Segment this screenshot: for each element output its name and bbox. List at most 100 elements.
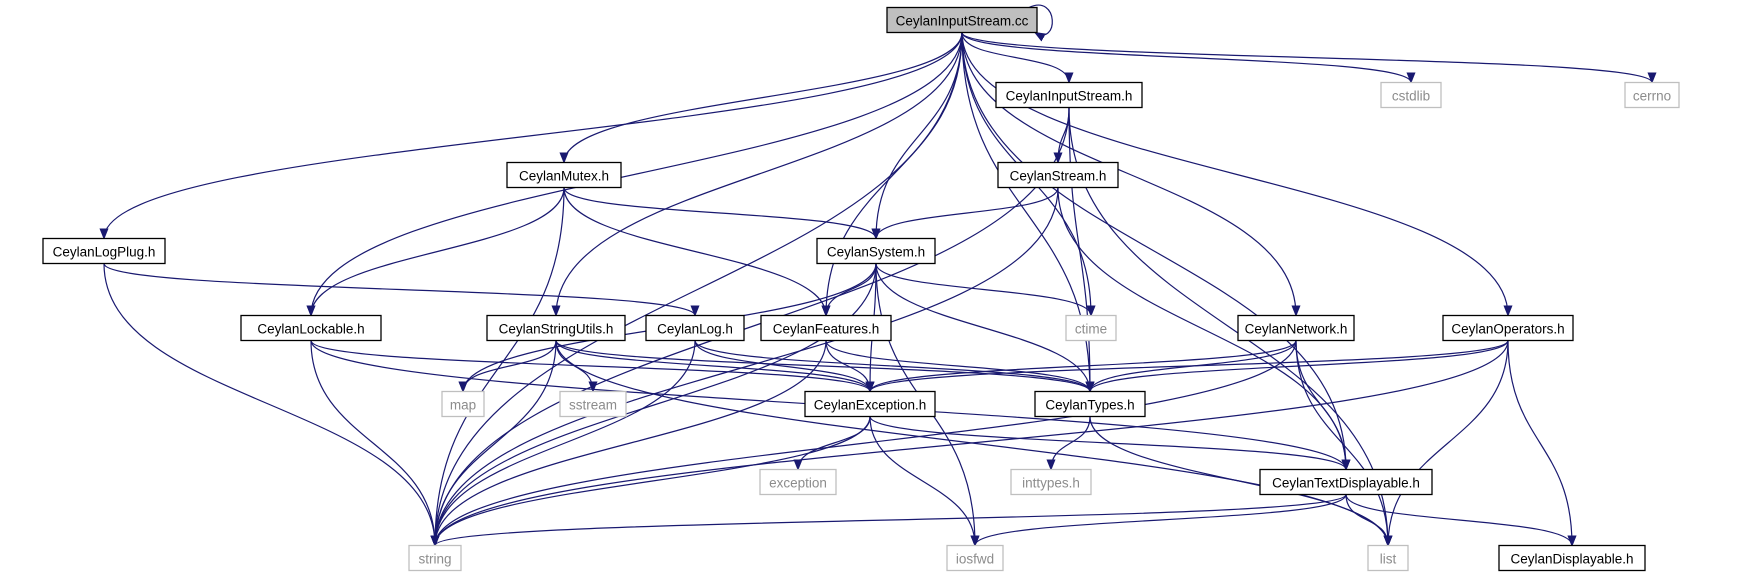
edge-operators_h-to-exception_h bbox=[870, 339, 1509, 393]
edge-network_h-to-string bbox=[435, 340, 1297, 546]
node-mutex_h[interactable]: CeylanMutex.h bbox=[506, 161, 622, 189]
node-label-list: list bbox=[1380, 552, 1397, 567]
node-label-logplug_h: CeylanLogPlug.h bbox=[53, 245, 156, 260]
node-label-operators_h: CeylanOperators.h bbox=[1451, 322, 1564, 337]
edge-stringutils_h-to-types_h bbox=[555, 340, 1090, 392]
node-box-inputstream_h[interactable] bbox=[995, 81, 1143, 109]
node-exception_h[interactable]: CeylanException.h bbox=[804, 390, 936, 418]
edge-inputstream_h-to-stream_h bbox=[1058, 107, 1070, 163]
node-inputstream_h[interactable]: CeylanInputStream.h bbox=[995, 81, 1143, 109]
node-box-logplug_h[interactable] bbox=[42, 237, 166, 265]
node-cerrno: cerrno bbox=[1624, 81, 1680, 109]
node-ctime: ctime bbox=[1065, 314, 1117, 342]
edge-log_h-to-types_h bbox=[694, 340, 1090, 392]
node-iosfwd: iosfwd bbox=[946, 544, 1004, 572]
node-label-exception: exception bbox=[769, 476, 827, 491]
node-system_h[interactable]: CeylanSystem.h bbox=[816, 237, 936, 265]
edge-lockable_h-to-exception_h bbox=[310, 339, 870, 393]
node-stream_h[interactable]: CeylanStream.h bbox=[997, 161, 1119, 189]
node-box-lockable_h[interactable] bbox=[240, 314, 382, 342]
edge-cc-to-logplug_h bbox=[104, 32, 963, 239]
node-box-sstream bbox=[559, 390, 627, 418]
node-types_h[interactable]: CeylanTypes.h bbox=[1034, 390, 1146, 418]
node-box-types_h[interactable] bbox=[1034, 390, 1146, 418]
edge-network_h-to-exception_h bbox=[870, 340, 1297, 392]
node-box-features_h[interactable] bbox=[760, 314, 892, 342]
node-cc[interactable]: CeylanInputStream.cc bbox=[886, 6, 1038, 34]
edge-logplug_h-to-string bbox=[103, 263, 435, 546]
node-log_h[interactable]: CeylanLog.h bbox=[645, 314, 745, 342]
edge-features_h-to-string bbox=[435, 340, 827, 546]
edge-stringutils_h-to-map bbox=[463, 340, 557, 392]
node-lockable_h[interactable]: CeylanLockable.h bbox=[240, 314, 382, 342]
node-box-inttypes_h bbox=[1010, 468, 1092, 496]
node-label-cc: CeylanInputStream.cc bbox=[896, 14, 1029, 29]
edge-cc-to-network_h bbox=[961, 32, 1296, 316]
edge-cc-to-features_h bbox=[826, 32, 963, 316]
edge-cc-to-textdisplayable_h bbox=[961, 32, 1346, 470]
node-inttypes_h: inttypes.h bbox=[1010, 468, 1092, 496]
node-box-exception_h[interactable] bbox=[804, 390, 936, 418]
edge-cc-to-lockable_h bbox=[311, 32, 963, 316]
node-label-exception_h: CeylanException.h bbox=[814, 398, 927, 413]
node-label-map: map bbox=[450, 398, 476, 413]
node-label-string: string bbox=[418, 552, 451, 567]
node-box-mutex_h[interactable] bbox=[506, 161, 622, 189]
node-logplug_h[interactable]: CeylanLogPlug.h bbox=[42, 237, 166, 265]
node-features_h[interactable]: CeylanFeatures.h bbox=[760, 314, 892, 342]
node-box-log_h[interactable] bbox=[645, 314, 745, 342]
edge-textdisplayable_h-to-displayable_h bbox=[1345, 494, 1572, 546]
edge-inputstream_h-to-string bbox=[435, 107, 1070, 546]
node-box-list bbox=[1367, 544, 1409, 572]
node-label-displayable_h: CeylanDisplayable.h bbox=[1510, 552, 1633, 567]
node-box-textdisplayable_h[interactable] bbox=[1259, 468, 1433, 496]
edge-cc-to-inputstream_h bbox=[961, 32, 1069, 83]
edge-cc-to-cerrno bbox=[961, 31, 1652, 84]
edge-exception_h-to-exception bbox=[798, 416, 871, 470]
node-box-operators_h[interactable] bbox=[1442, 314, 1574, 342]
node-label-stringutils_h: CeylanStringUtils.h bbox=[499, 322, 614, 337]
node-box-stream_h[interactable] bbox=[997, 161, 1119, 189]
node-label-mutex_h: CeylanMutex.h bbox=[519, 169, 609, 184]
edge-stream_h-to-system_h bbox=[876, 187, 1059, 239]
edge-mutex_h-to-lockable_h bbox=[311, 187, 565, 316]
edge-textdisplayable_h-to-string bbox=[435, 493, 1347, 547]
node-sstream: sstream bbox=[559, 390, 627, 418]
node-label-stream_h: CeylanStream.h bbox=[1010, 169, 1107, 184]
node-textdisplayable_h[interactable]: CeylanTextDisplayable.h bbox=[1259, 468, 1433, 496]
node-displayable_h[interactable]: CeylanDisplayable.h bbox=[1498, 544, 1646, 572]
node-box-system_h[interactable] bbox=[816, 237, 936, 265]
node-box-iosfwd bbox=[946, 544, 1004, 572]
edge-operators_h-to-displayable_h bbox=[1507, 340, 1572, 546]
node-label-features_h: CeylanFeatures.h bbox=[773, 322, 880, 337]
edge-cc-to-stringutils_h bbox=[556, 32, 963, 316]
edge-log_h-to-string bbox=[435, 340, 696, 546]
node-box-cc[interactable] bbox=[886, 6, 1038, 34]
edge-cc-to-cc bbox=[1028, 4, 1053, 35]
edge-mutex_h-to-features_h bbox=[563, 187, 826, 316]
edge-textdisplayable_h-to-list bbox=[1345, 494, 1388, 546]
node-box-network_h[interactable] bbox=[1237, 314, 1355, 342]
node-cstdlib: cstdlib bbox=[1380, 81, 1442, 109]
edge-features_h-to-types_h bbox=[825, 340, 1090, 392]
node-label-inttypes_h: inttypes.h bbox=[1022, 476, 1080, 491]
edge-cc-to-string bbox=[435, 32, 963, 546]
edge-system_h-to-ctime bbox=[875, 263, 1091, 316]
edge-cc-to-cstdlib bbox=[961, 32, 1411, 83]
edge-inputstream_h-to-types_h bbox=[1068, 107, 1090, 392]
node-label-inputstream_h: CeylanInputStream.h bbox=[1006, 89, 1133, 104]
node-network_h[interactable]: CeylanNetwork.h bbox=[1237, 314, 1355, 342]
edge-lockable_h-to-string bbox=[310, 340, 435, 546]
dependency-nodes: CeylanInputStream.cc cstdlib cerrno CeylanI… bbox=[42, 6, 1680, 572]
edge-types_h-to-inttypes_h bbox=[1051, 416, 1091, 470]
node-label-log_h: CeylanLog.h bbox=[657, 322, 733, 337]
edge-stringutils_h-to-exception_h bbox=[555, 340, 870, 392]
node-box-exception bbox=[759, 468, 837, 496]
edge-system_h-to-features_h bbox=[826, 263, 877, 316]
edge-operators_h-to-list bbox=[1388, 340, 1509, 546]
node-box-stringutils_h[interactable] bbox=[486, 314, 626, 342]
node-box-displayable_h[interactable] bbox=[1498, 544, 1646, 572]
edge-mutex_h-to-system_h bbox=[563, 187, 876, 239]
node-operators_h[interactable]: CeylanOperators.h bbox=[1442, 314, 1574, 342]
node-stringutils_h[interactable]: CeylanStringUtils.h bbox=[486, 314, 626, 342]
